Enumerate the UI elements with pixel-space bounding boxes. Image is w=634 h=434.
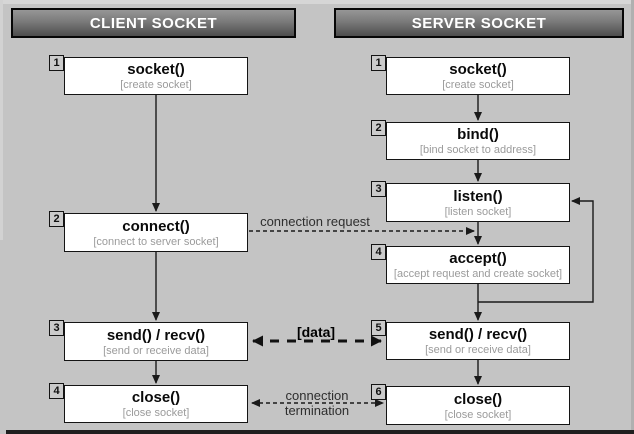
frame-right-edge <box>631 0 634 434</box>
step-number-badge: 3 <box>49 320 64 336</box>
server-step-send-recv: 5 send() / recv() [send or receive data] <box>371 320 570 360</box>
client-step-connect: 2 connect() [connect to server socket] <box>49 211 248 252</box>
client-step-socket: 1 socket() [create socket] <box>49 55 248 95</box>
server-column-header: SERVER SOCKET <box>334 8 624 38</box>
client-header-label: CLIENT SOCKET <box>89 14 218 32</box>
server-header-label: SERVER SOCKET <box>411 14 547 32</box>
step-title: bind() <box>457 126 499 143</box>
server-step-listen: 3 listen() [listen socket] <box>371 181 570 222</box>
server-step-close: 6 close() [close socket] <box>371 384 570 425</box>
server-step-bind: 2 bind() [bind socket to address] <box>371 120 570 160</box>
step-subtitle: [close socket] <box>122 407 190 419</box>
step-title: accept() <box>449 250 507 267</box>
step-title: socket() <box>449 61 507 78</box>
server-step-accept: 4 accept() [accept request and create so… <box>371 244 570 284</box>
step-subtitle: [bind socket to address] <box>419 144 537 156</box>
step-title: send() / recv() <box>428 326 528 343</box>
step-number-badge: 4 <box>49 383 64 399</box>
step-title: close() <box>131 389 181 406</box>
step-number-badge: 1 <box>49 55 64 71</box>
step-subtitle: [accept request and create socket] <box>393 268 563 280</box>
step-number-badge: 1 <box>371 55 386 71</box>
connection-termination-line2: termination <box>284 403 350 418</box>
connection-request-label: connection request <box>260 214 370 229</box>
client-column-header: CLIENT SOCKET <box>11 8 296 38</box>
step-number-badge: 5 <box>371 320 386 336</box>
step-title: send() / recv() <box>106 326 206 344</box>
step-number-badge: 3 <box>371 181 386 197</box>
arrow-accept-loop-to-listen <box>478 197 594 303</box>
step-title: connect() <box>122 217 190 235</box>
step-subtitle: [create socket] <box>120 79 192 91</box>
step-number-badge: 4 <box>371 244 386 260</box>
step-subtitle: [connect to server socket] <box>93 235 219 248</box>
connection-termination-label: connection termination <box>252 388 382 418</box>
step-title: socket() <box>127 61 185 78</box>
step-number-badge: 2 <box>49 211 64 227</box>
client-step-send-recv: 3 send() / recv() [send or receive data] <box>49 320 248 361</box>
step-subtitle: [send or receive data] <box>425 344 531 356</box>
step-subtitle: [send or receive data] <box>103 344 209 357</box>
frame-left-highlight <box>0 0 3 240</box>
step-title: listen() <box>453 187 503 205</box>
server-step-socket: 1 socket() [create socket] <box>371 55 570 95</box>
step-subtitle: [listen socket] <box>444 205 512 218</box>
connection-termination-line1: connection <box>285 388 349 403</box>
step-subtitle: [close socket] <box>444 408 512 421</box>
step-title: close() <box>453 390 503 408</box>
frame-bottom-edge <box>6 430 634 434</box>
data-exchange-label: [data] <box>296 324 336 340</box>
frame-top-highlight <box>0 0 634 4</box>
step-number-badge: 2 <box>371 120 386 136</box>
step-subtitle: [create socket] <box>442 79 514 91</box>
client-step-close: 4 close() [close socket] <box>49 383 248 423</box>
